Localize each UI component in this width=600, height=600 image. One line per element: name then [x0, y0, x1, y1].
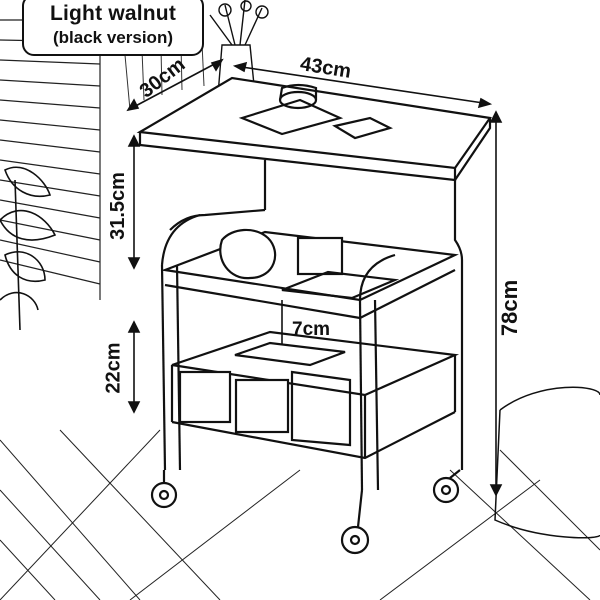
product-variant-label: Light walnut (black version) [22, 0, 204, 56]
wheels [150, 469, 461, 555]
floor-pattern [0, 429, 600, 600]
dimension-drawer: 7cm [292, 319, 331, 340]
dimension-lower-gap: 22cm [102, 342, 125, 394]
dimension-upper-gap: 31.5cm [106, 172, 129, 240]
dimension-height: 78cm [497, 279, 523, 337]
cart [136, 76, 492, 555]
dimension-lines [126, 58, 503, 497]
plant [0, 166, 57, 331]
variant-color: Light walnut [49, 2, 177, 25]
pouf [494, 386, 600, 539]
variant-version: (black version) [53, 28, 173, 47]
